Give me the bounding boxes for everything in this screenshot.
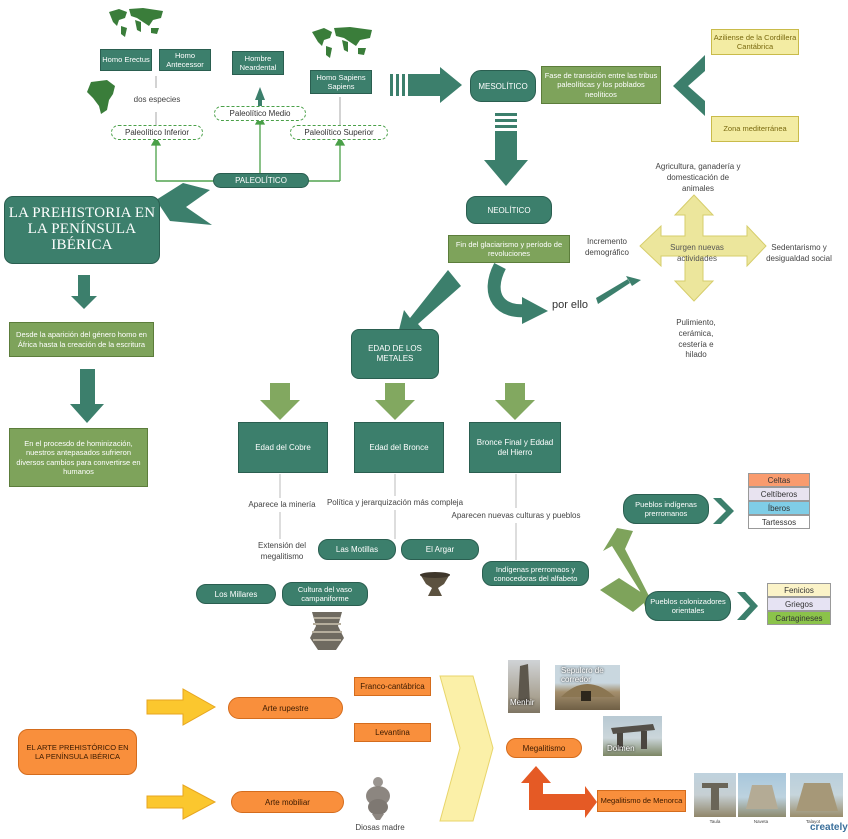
megalitismo-node: Megalitismo	[506, 738, 582, 758]
world-map-icon	[109, 8, 163, 37]
talayot-shape	[796, 783, 838, 811]
pueblos-indigenas-node: Pueblos indígenas prerromanos	[623, 494, 709, 524]
world-map-icon	[312, 27, 372, 58]
mesolitico-node: MESOLÍTICO	[470, 70, 536, 102]
megalitismo-extension-label: Extensión del megalitismo	[257, 541, 307, 561]
el-argar-node: El Argar	[401, 539, 479, 560]
levantina-node: Levantina	[354, 723, 431, 742]
venus-figurine-icon	[366, 777, 390, 820]
dolmen-caption: Dolmen	[607, 744, 635, 753]
edad-cobre-node: Edad del Cobre	[238, 422, 328, 473]
list-item: Tartessos	[748, 515, 810, 529]
list-item: Griegos	[767, 597, 831, 611]
sepulcro-shape	[561, 684, 615, 701]
megalitismo-menorca-node: Megalitismo de Menorca	[597, 790, 686, 812]
pulimiento-label: Pulimiento, cerámica, cestería e hilado	[676, 318, 716, 360]
main-title: LA PREHISTORIA EN LA PENÍNSULA IBÉRICA	[4, 196, 160, 264]
two-species-label: dos especies	[133, 95, 181, 104]
naveta-photo	[738, 773, 786, 817]
surgen-actividades-label: Surgen nuevas actividades	[670, 243, 724, 263]
definition-node: Desde la aparición del género homo en Áf…	[9, 322, 154, 357]
africa-map-icon	[87, 80, 115, 114]
edad-hierro-node: Bronce Final y Eddad del Hierro	[469, 422, 561, 473]
diosas-madre-label: Diosas madre	[355, 823, 405, 832]
sedentarismo-label: Sedentarismo y desigualdad social	[766, 243, 832, 263]
homo-erectus-node: Homo Erectus	[100, 49, 152, 71]
los-millares-node: Los Millares	[196, 584, 276, 604]
vaso-campaniforme-node: Cultura del vaso campaniforme	[282, 582, 368, 606]
paleolitico-medio-node: Paleolítico Medio	[214, 106, 306, 121]
taula-photo	[694, 773, 736, 817]
neolitico-description: Fin del glaciarismo y período de revoluc…	[448, 235, 570, 263]
politica-label: Política y jerarquización más compleja	[325, 498, 465, 509]
mediterranea-node: Zona mediterránea	[711, 116, 799, 142]
agricultura-label: Agricultura, ganadería y domesticación d…	[655, 162, 741, 193]
list-item: Fenicios	[767, 583, 831, 597]
talayot-photo	[790, 773, 843, 817]
homo-antecessor-node: Homo Antecessor	[159, 49, 211, 71]
colonizer-peoples-list: Fenicios Griegos Cartagineses	[767, 583, 831, 625]
menhir-caption: Menhir	[510, 698, 535, 707]
menhir-photo: Menhir	[508, 660, 540, 713]
list-item: Celtas	[748, 473, 810, 487]
bell-beaker-icon	[310, 612, 344, 650]
creately-logo: creately	[810, 822, 848, 833]
paleolitico-node: PALEOLÍTICO	[213, 173, 309, 188]
taula-shape	[702, 783, 728, 810]
franco-cantabrica-node: Franco-cantábrica	[354, 677, 431, 696]
paleolitico-inferior-node: Paleolítico Inferior	[111, 125, 203, 140]
indigenas-alfabeto-node: Indígenas prerromaos y conocedoras del a…	[482, 561, 589, 586]
arte-mobiliar-node: Arte mobiliar	[231, 791, 344, 813]
naveta-shape	[746, 785, 778, 809]
mineria-label: Aparece la minería	[244, 500, 320, 511]
las-motillas-node: Las Motillas	[318, 539, 396, 560]
por-ello-label: por ello	[551, 299, 589, 311]
paleolitico-superior-node: Paleolítico Superior	[290, 125, 388, 140]
argar-cup-icon	[420, 572, 450, 596]
mesolitico-description: Fase de transición entre las tribus pale…	[541, 66, 661, 104]
homo-sapiens-node: Homo Sapiens Sapiens	[310, 70, 372, 94]
naveta-caption: Naveta	[753, 819, 769, 824]
taula-caption: Taula	[709, 819, 721, 824]
pueblos-colonizadores-node: Pueblos colonizadores orientales	[645, 591, 731, 621]
incremento-label: Incremento demográfico	[584, 237, 630, 257]
list-item: Íberos	[748, 501, 810, 515]
sepulcro-photo: Sepulcro de corredor	[555, 665, 620, 710]
art-title-node: EL ARTE PREHISTÓRICO EN LA PENÍNSULA IBÉ…	[18, 729, 137, 775]
indigenous-peoples-list: Celtas Celtíberos Íberos Tartessos	[748, 473, 810, 529]
neardental-node: Hombre Neardental	[232, 51, 284, 75]
dolmen-photo: Dolmen	[603, 716, 662, 756]
list-item: Cartagineses	[767, 611, 831, 625]
dolmen-shape	[611, 724, 655, 749]
list-item: Celtíberos	[748, 487, 810, 501]
neolitico-node: NEOLÍTICO	[466, 196, 552, 224]
talayot-caption: Talayot	[805, 819, 821, 824]
edad-bronce-node: Edad del Bronce	[354, 422, 444, 473]
aziliense-node: Aziliense de la Cordillera Cantábrica	[711, 29, 799, 55]
nuevas-culturas-label: Aparecen nuevas culturas y pueblos	[451, 511, 581, 522]
menhir-shape	[518, 664, 530, 704]
edad-metales-node: EDAD DE LOS METALES	[351, 329, 439, 379]
arte-rupestre-node: Arte rupestre	[228, 697, 343, 719]
sepulcro-caption: Sepulcro de corredor	[561, 666, 604, 684]
hominization-node: En el procesdo de hominización, nuestros…	[9, 428, 148, 487]
